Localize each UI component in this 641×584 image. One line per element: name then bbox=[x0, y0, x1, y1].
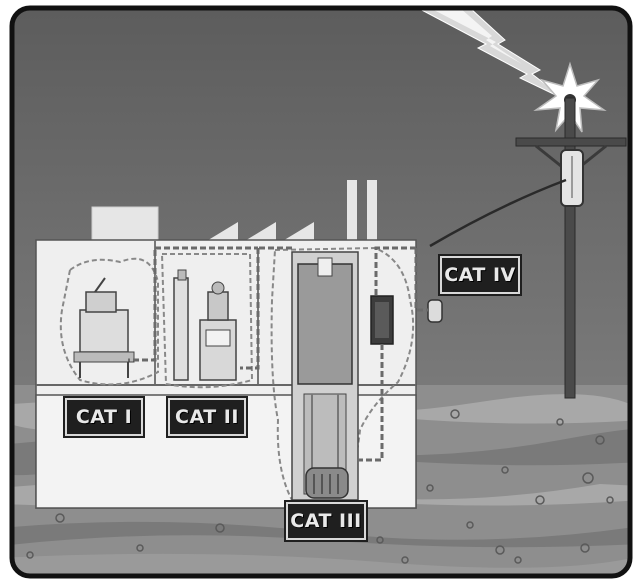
cutaway-outline bbox=[59, 246, 415, 501]
cat-ii-label: CAT II bbox=[166, 396, 248, 438]
meter-icon bbox=[427, 299, 443, 323]
electrical-panel-icon bbox=[370, 295, 394, 345]
frame bbox=[9, 5, 633, 579]
motor-icon bbox=[305, 467, 349, 499]
distribution-panel bbox=[291, 251, 359, 501]
appliance-icon bbox=[73, 277, 135, 378]
outlet-device-icon bbox=[173, 269, 237, 381]
wiring bbox=[128, 246, 428, 462]
utility-pole-icon bbox=[429, 97, 627, 399]
cat-i-label: CAT I bbox=[63, 396, 145, 438]
cat-iii-label: CAT III bbox=[284, 500, 368, 542]
cat-iv-label: CAT IV bbox=[438, 254, 522, 296]
